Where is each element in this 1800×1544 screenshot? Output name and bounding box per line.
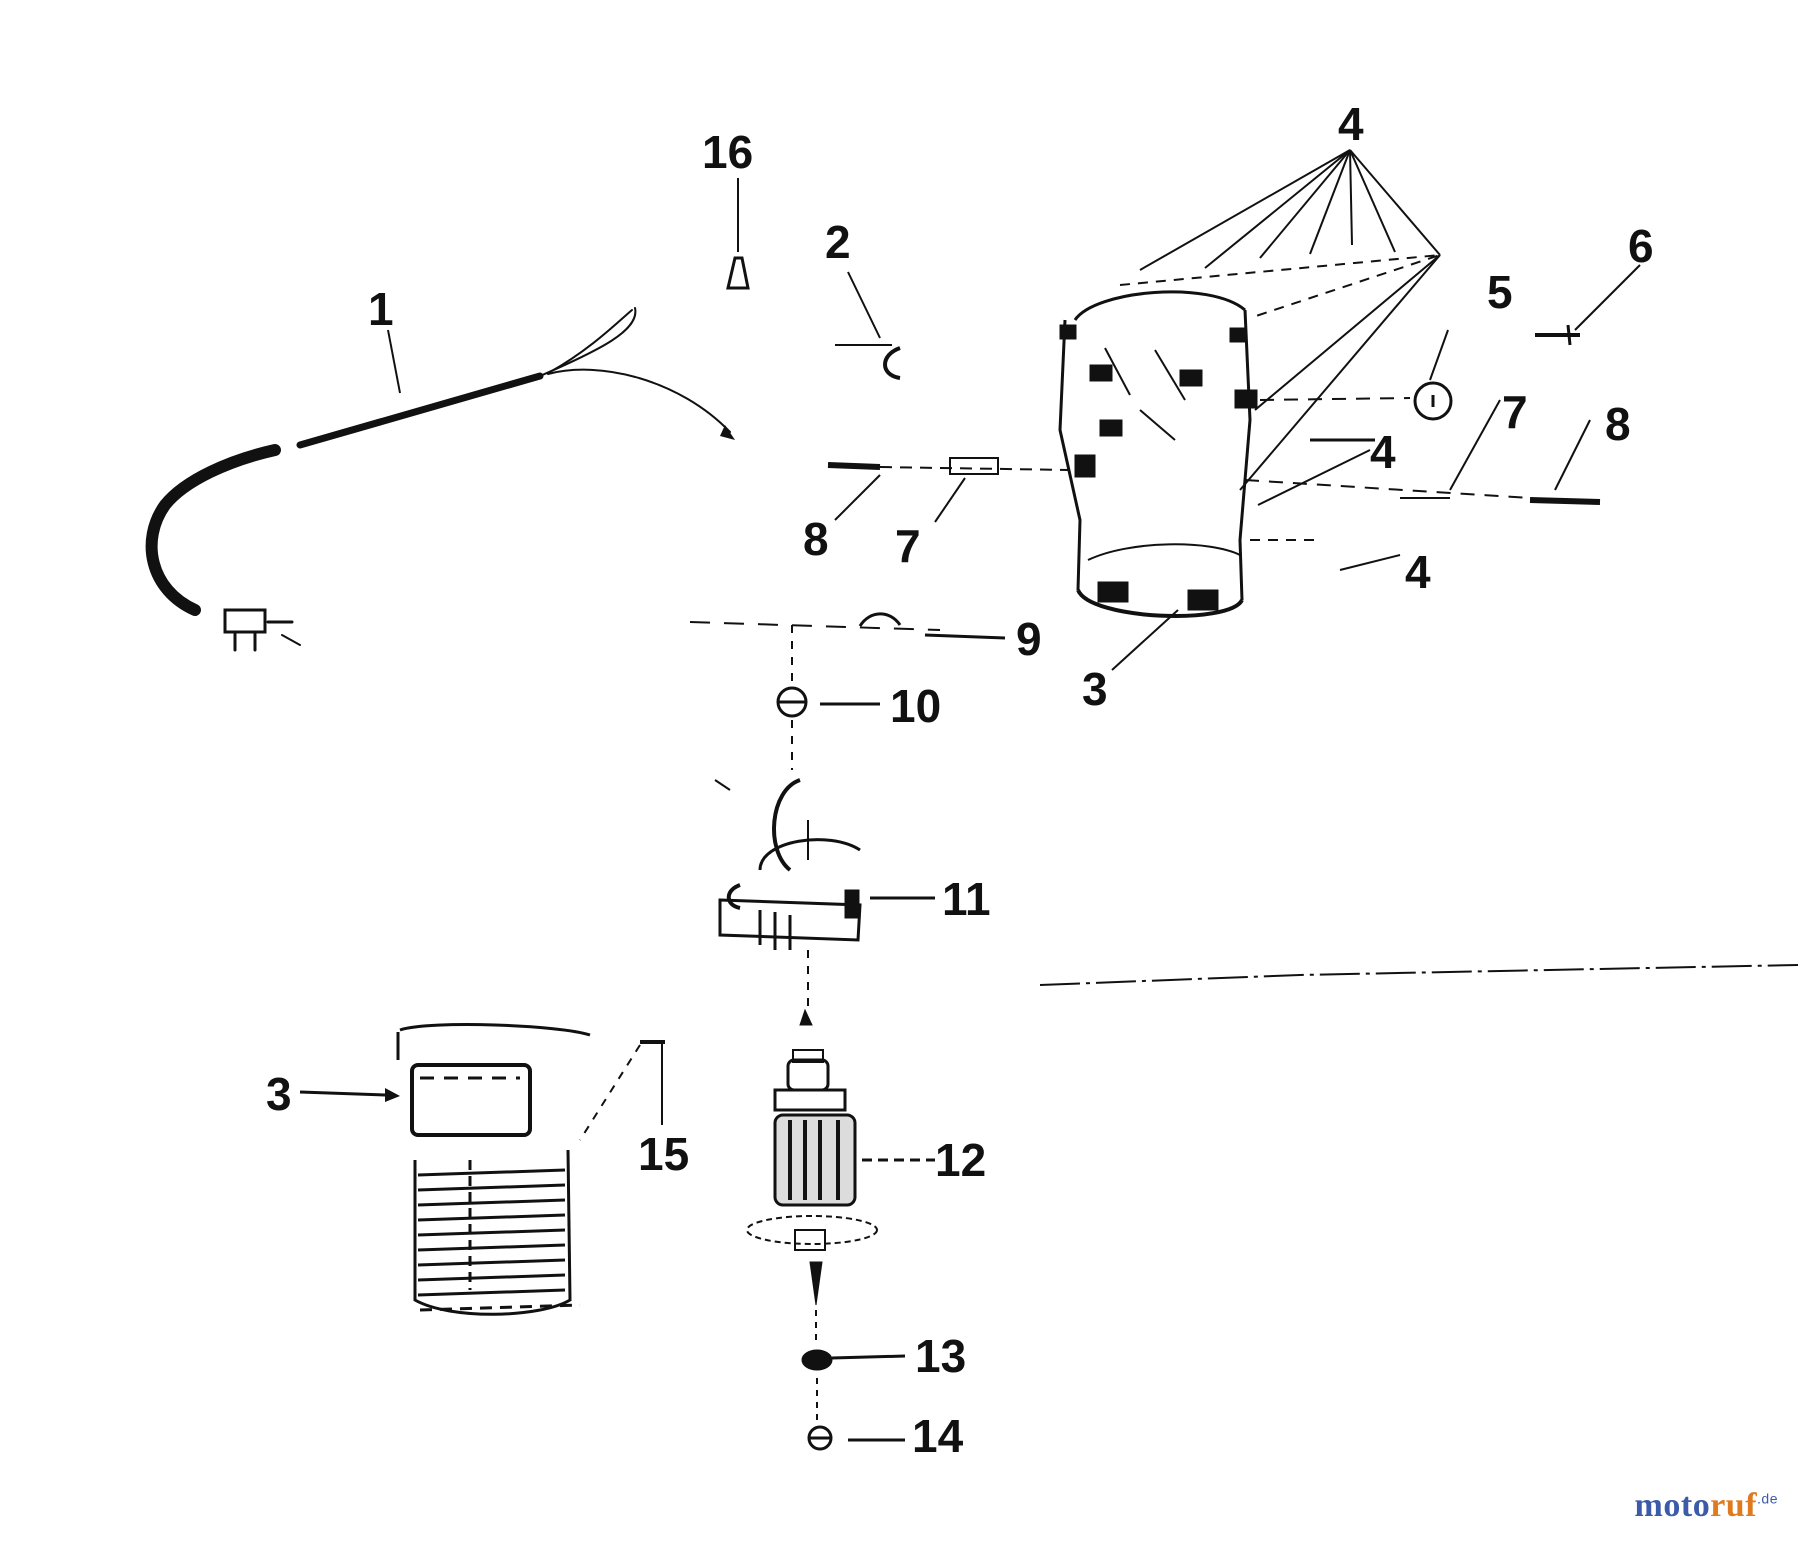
callout-7-left: 7 — [895, 520, 921, 572]
part-2-clip — [835, 271, 901, 380]
motor-housing-assembly — [1058, 149, 1531, 618]
motoruf-watermark: motoruf.de — [1635, 1487, 1778, 1525]
callout-10: 10 — [890, 680, 941, 732]
plug-icon — [223, 608, 301, 652]
callout-11: 11 — [942, 873, 991, 925]
part-9-bearing-plate — [689, 612, 1006, 640]
callout-12: 12 — [935, 1134, 986, 1186]
callout-7-right: 7 — [1502, 386, 1528, 438]
callout-6: 6 — [1628, 220, 1654, 272]
part-15-screw — [640, 1040, 665, 1125]
callout-1: 1 — [368, 283, 394, 335]
callout-16: 16 — [702, 126, 753, 178]
callout-4-middle: 4 — [1370, 426, 1396, 478]
part-12-armature — [746, 950, 935, 1306]
callout-labels: 1 2 3 3 4 4 4 5 6 7 7 8 8 9 10 11 12 13 … — [266, 98, 1654, 1462]
watermark-tld: .de — [1757, 1490, 1778, 1507]
part-16-terminal — [726, 178, 750, 290]
part-7-8-right-brush — [1400, 399, 1601, 505]
callout-4-lower: 4 — [1405, 546, 1431, 598]
callout-14: 14 — [912, 1410, 964, 1462]
callout-15: 15 — [638, 1128, 689, 1180]
part-13-bearing — [801, 1310, 906, 1371]
watermark-orange: ruf — [1710, 1487, 1758, 1524]
callout-3-lower: 3 — [266, 1068, 292, 1120]
part-11-switch-housing — [714, 778, 935, 950]
callout-2: 2 — [825, 216, 851, 268]
part-6-screw — [1535, 264, 1641, 346]
part-7-8-left-brush — [827, 457, 1071, 523]
callout-3-upper: 3 — [1082, 663, 1108, 715]
callout-9: 9 — [1016, 613, 1042, 665]
part-3-field-housing — [299, 1023, 641, 1316]
callout-5: 5 — [1487, 266, 1513, 318]
part-14-washer — [807, 1378, 905, 1451]
callout-13: 13 — [915, 1330, 966, 1382]
part-10-washer — [776, 625, 880, 770]
reference-line — [1039, 964, 1799, 986]
watermark-blue: moto — [1634, 1487, 1711, 1524]
part-1-power-cord — [145, 307, 735, 652]
callout-8-right: 8 — [1605, 398, 1631, 450]
callout-4-top: 4 — [1338, 98, 1364, 150]
part-5-brush-cap — [1413, 329, 1453, 421]
callout-8-left: 8 — [803, 513, 829, 565]
